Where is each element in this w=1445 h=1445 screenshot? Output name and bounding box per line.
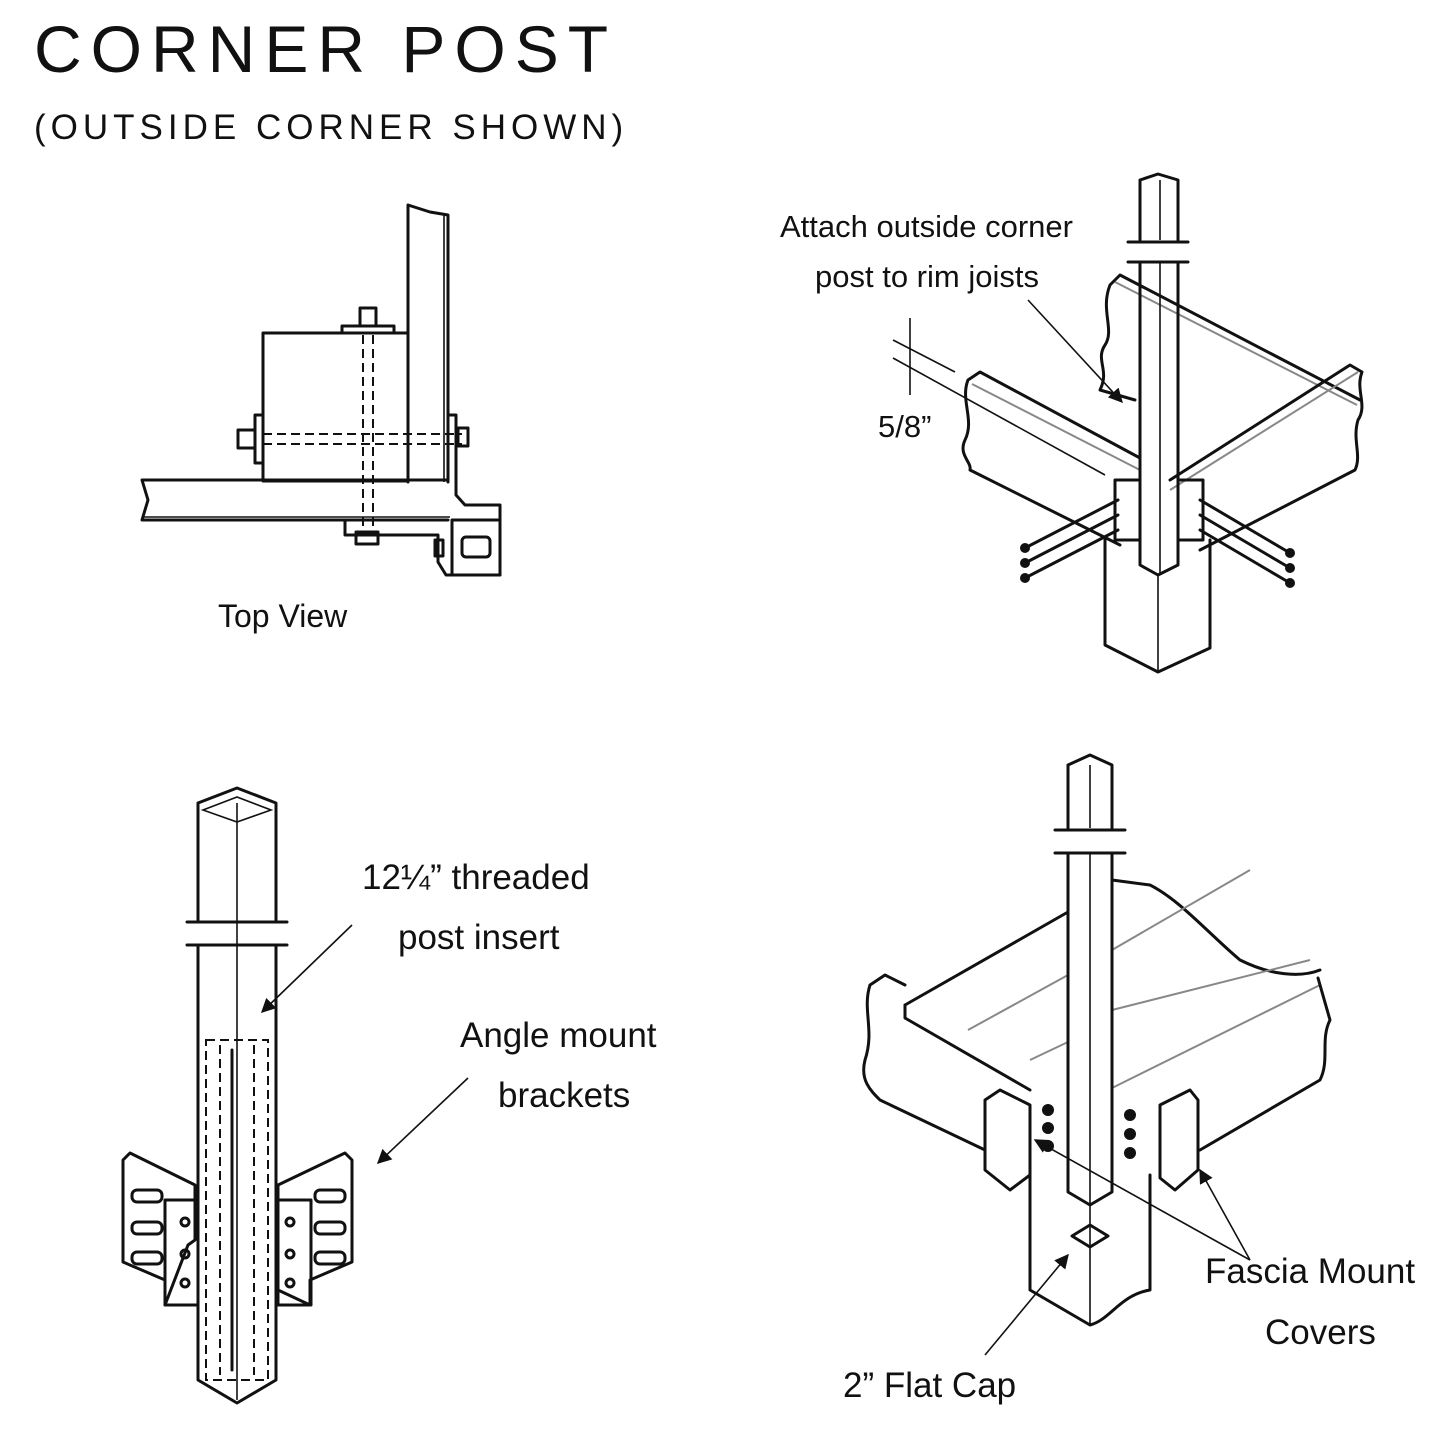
post-upper <box>1138 172 1180 242</box>
top-view-caption: Top View <box>218 598 348 634</box>
page-subtitle: (OUTSIDE CORNER SHOWN) <box>34 108 629 147</box>
brackets-callout-arrow <box>376 1077 469 1164</box>
horizontal-joist <box>140 478 450 522</box>
covers-callout-line1: Fascia Mount <box>1205 1252 1416 1291</box>
covers-callout-line2: Covers <box>1265 1313 1376 1352</box>
post-insert-drawing <box>121 786 469 1405</box>
lag-screws-right <box>1198 498 1295 588</box>
cap-callout: 2” Flat Cap <box>843 1366 1017 1405</box>
fascia-cover-right <box>1158 1088 1200 1192</box>
brackets-callout-line2: brackets <box>498 1076 631 1115</box>
fascia-cover-left <box>983 1088 1032 1192</box>
insert-callout-line2: post insert <box>398 918 560 957</box>
vertical-joist <box>406 203 450 484</box>
lag-screws-left <box>1020 498 1120 583</box>
covers-callout-arrow-right <box>1199 1168 1251 1261</box>
insert-callout-arrow <box>260 924 353 1014</box>
flat-cap <box>1070 1223 1110 1249</box>
angle-bracket-right <box>276 1151 354 1307</box>
threaded-insert <box>205 1039 269 1381</box>
rim-callout-arrow <box>1027 299 1123 404</box>
rim-callout-line1: Attach outside corner <box>780 209 1073 244</box>
insert-callout-line1: 12¼” threaded <box>362 858 590 897</box>
covers-callout-arrow-left <box>1033 1139 1251 1261</box>
angle-bracket-left <box>121 1151 197 1307</box>
dimension-label: 5/8” <box>878 409 932 444</box>
rim-joist-drawing <box>892 172 1364 674</box>
post-section <box>450 518 502 577</box>
fascia-mount-drawing <box>862 753 1332 1356</box>
cap-callout-arrow <box>984 1253 1069 1356</box>
page-title: CORNER POST <box>34 12 618 86</box>
rim-callout-line2: post to rim joists <box>815 259 1039 294</box>
blocking-piece <box>261 331 410 483</box>
angle-bracket <box>343 413 502 577</box>
top-view-drawing <box>140 203 502 577</box>
post-upper <box>196 786 278 922</box>
brackets-callout-line1: Angle mount <box>460 1016 657 1055</box>
